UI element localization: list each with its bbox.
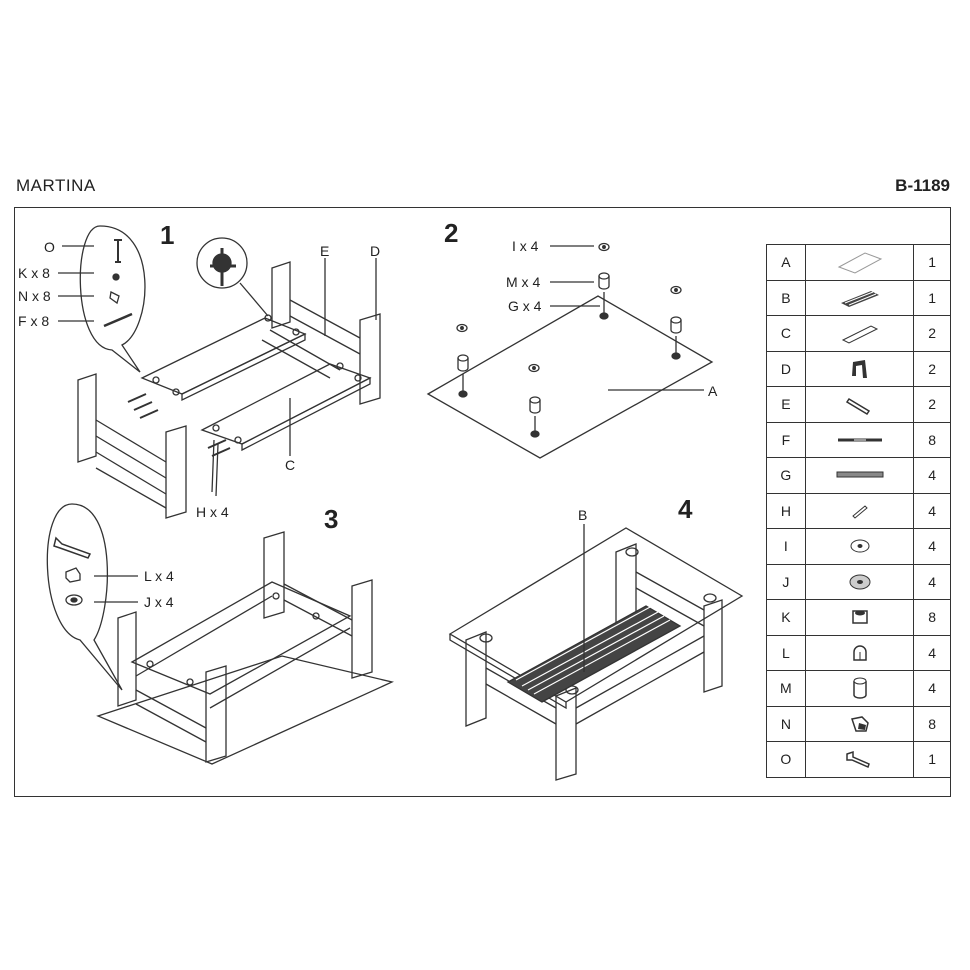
leg-frame-icon (804, 350, 915, 387)
step-1-number: 1 (160, 220, 174, 250)
label-I: I x 4 (512, 238, 539, 254)
product-code: B-1189 (895, 176, 950, 195)
slatted-shelf-icon (804, 279, 915, 316)
dowel-icon (804, 421, 915, 458)
part-quantity: 4 (913, 492, 951, 529)
glass-top-icon (804, 244, 915, 281)
part-quantity: 2 (913, 350, 951, 387)
label-A: A (708, 383, 718, 399)
part-quantity: 1 (913, 741, 951, 778)
part-letter: I (766, 528, 806, 565)
label-N: N x 8 (18, 288, 51, 304)
part-letter: O (766, 741, 806, 778)
part-letter: E (766, 386, 806, 423)
part-letter: M (766, 670, 806, 707)
nut-icon (804, 599, 915, 636)
label-E: E (320, 243, 329, 259)
step-1-drawing (58, 225, 381, 519)
board-icon (804, 315, 915, 352)
step-3-drawing (46, 503, 394, 765)
connector-icon (804, 705, 915, 742)
washer-icon (804, 528, 915, 565)
instruction-frame (14, 207, 951, 797)
step-2-number: 2 (444, 218, 458, 248)
part-quantity: 4 (913, 634, 951, 671)
label-D: D (370, 243, 380, 259)
part-letter: K (766, 599, 806, 636)
cap-nut-icon (804, 634, 915, 671)
diagram-title: MARTINA (16, 176, 96, 195)
part-quantity: 8 (913, 599, 951, 636)
part-letter: A (766, 244, 806, 281)
part-letter: J (766, 563, 806, 600)
step-4-number: 4 (678, 494, 693, 524)
part-quantity: 1 (913, 244, 951, 281)
part-quantity: 4 (913, 563, 951, 600)
step-3-number: 3 (324, 504, 338, 534)
part-letter: H (766, 492, 806, 529)
label-G: G x 4 (508, 298, 542, 314)
label-O: O (44, 239, 55, 255)
part-quantity: 4 (913, 528, 951, 565)
step-2-drawing (426, 242, 714, 459)
label-J: J x 4 (144, 594, 174, 610)
pin-icon (804, 492, 915, 529)
part-letter: N (766, 705, 806, 742)
part-letter: B (766, 279, 806, 316)
label-K: K x 8 (18, 265, 50, 281)
washer-large-icon (804, 563, 915, 600)
part-quantity: 2 (913, 386, 951, 423)
label-F: F x 8 (18, 313, 49, 329)
part-letter: G (766, 457, 806, 494)
part-quantity: 8 (913, 421, 951, 458)
part-quantity: 2 (913, 315, 951, 352)
part-letter: F (766, 421, 806, 458)
label-L: L x 4 (144, 568, 174, 584)
part-letter: D (766, 350, 806, 387)
rod-icon (804, 457, 915, 494)
part-quantity: 4 (913, 670, 951, 707)
part-letter: L (766, 634, 806, 671)
part-letter: C (766, 315, 806, 352)
label-H: H x 4 (196, 504, 229, 520)
part-quantity: 4 (913, 457, 951, 494)
wrench-icon (804, 741, 915, 778)
label-M: M x 4 (506, 274, 540, 290)
part-quantity: 8 (913, 705, 951, 742)
step-4-drawing (448, 524, 744, 781)
label-C: C (285, 457, 295, 473)
rail-icon (804, 386, 915, 423)
spacer-icon (804, 670, 915, 707)
part-quantity: 1 (913, 279, 951, 316)
label-B: B (578, 507, 587, 523)
